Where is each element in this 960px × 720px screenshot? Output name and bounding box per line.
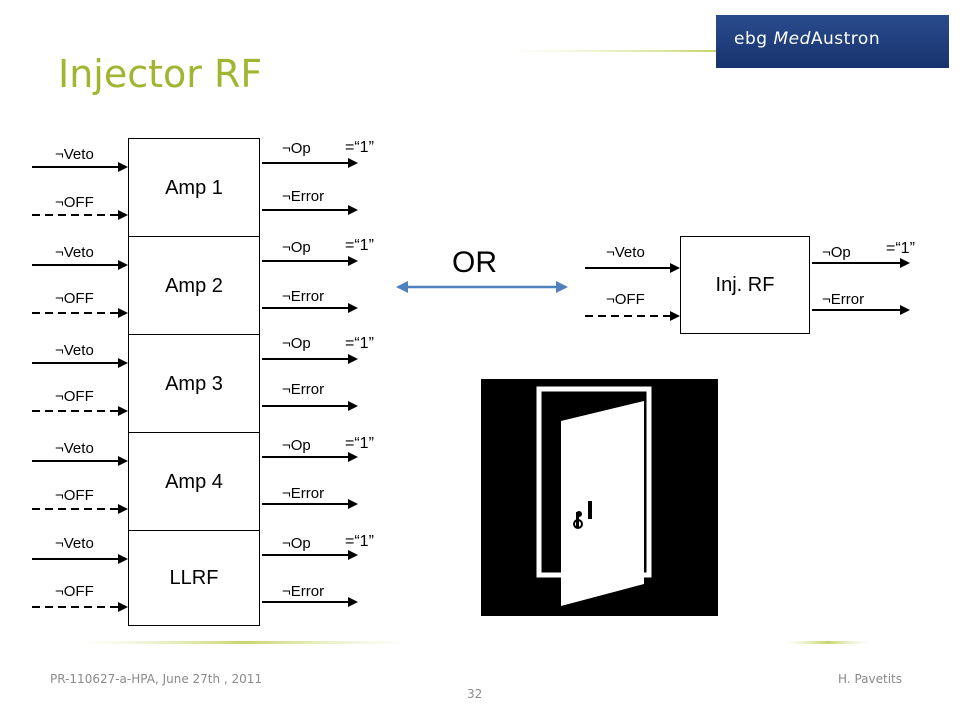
off-input-label: ¬OFF — [55, 194, 94, 211]
page-number: 32 — [467, 687, 483, 701]
llrf-block: LLRF — [128, 530, 260, 626]
inj-rf-block: Inj. RF — [680, 236, 810, 334]
veto-input-label: ¬Veto — [55, 535, 94, 552]
veto-input-label: ¬Veto — [55, 244, 94, 261]
block-label: Inj. RF — [715, 273, 775, 296]
op-output-label: ¬Op — [282, 239, 311, 256]
op-output-label: ¬Op — [282, 437, 311, 454]
error-output-label: ¬Error — [282, 288, 325, 305]
veto-input-label: ¬Veto — [606, 244, 645, 261]
amp-4-block: Amp 4 — [128, 432, 260, 532]
op-output-label: ¬Op — [282, 140, 311, 157]
op-value-label: =“1” — [886, 240, 915, 257]
open-door-icon — [481, 379, 718, 616]
op-value-label: =“1” — [345, 335, 374, 352]
error-output-label: ¬Error — [282, 485, 325, 502]
off-input-label: ¬OFF — [606, 291, 645, 308]
error-output-label: ¬Error — [822, 291, 865, 308]
page-title: Injector RF — [58, 52, 263, 96]
block-label: Amp 2 — [165, 274, 223, 297]
or-label: OR — [452, 246, 497, 279]
amp-1-block: Amp 1 — [128, 138, 260, 238]
op-output-label: ¬Op — [282, 335, 311, 352]
veto-input-label: ¬Veto — [55, 146, 94, 163]
error-output-label: ¬Error — [282, 381, 325, 398]
off-input-label: ¬OFF — [55, 583, 94, 600]
footer-reference: PR-110627-a-HPA, June 27th , 2011 — [50, 672, 263, 686]
op-value-label: =“1” — [345, 435, 374, 452]
op-value-label: =“1” — [345, 533, 374, 550]
footer-author: H. Pavetits — [838, 672, 902, 686]
op-value-label: =“1” — [345, 139, 374, 156]
error-output-label: ¬Error — [282, 188, 325, 205]
off-input-label: ¬OFF — [55, 487, 94, 504]
off-input-label: ¬OFF — [55, 290, 94, 307]
stack-signal-lines — [32, 158, 358, 612]
footer-line-left — [80, 641, 410, 644]
footer-line-right — [785, 641, 870, 644]
veto-input-label: ¬Veto — [55, 342, 94, 359]
op-output-label: ¬Op — [822, 244, 851, 261]
block-label: LLRF — [169, 566, 219, 589]
header-line — [505, 50, 925, 52]
block-label: Amp 4 — [165, 470, 223, 493]
amp-2-block: Amp 2 — [128, 236, 260, 336]
op-value-label: =“1” — [345, 237, 374, 254]
veto-input-label: ¬Veto — [55, 440, 94, 457]
logo-text: ebg MedAustron — [734, 29, 881, 49]
amp-3-block: Amp 3 — [128, 334, 260, 434]
error-output-label: ¬Error — [282, 583, 325, 600]
block-label: Amp 1 — [165, 176, 223, 199]
inj-rf-signal-lines — [585, 258, 910, 321]
brand-logo: ebg MedAustron — [716, 15, 949, 68]
op-output-label: ¬Op — [282, 535, 311, 552]
block-label: Amp 3 — [165, 372, 223, 395]
off-input-label: ¬OFF — [55, 388, 94, 405]
